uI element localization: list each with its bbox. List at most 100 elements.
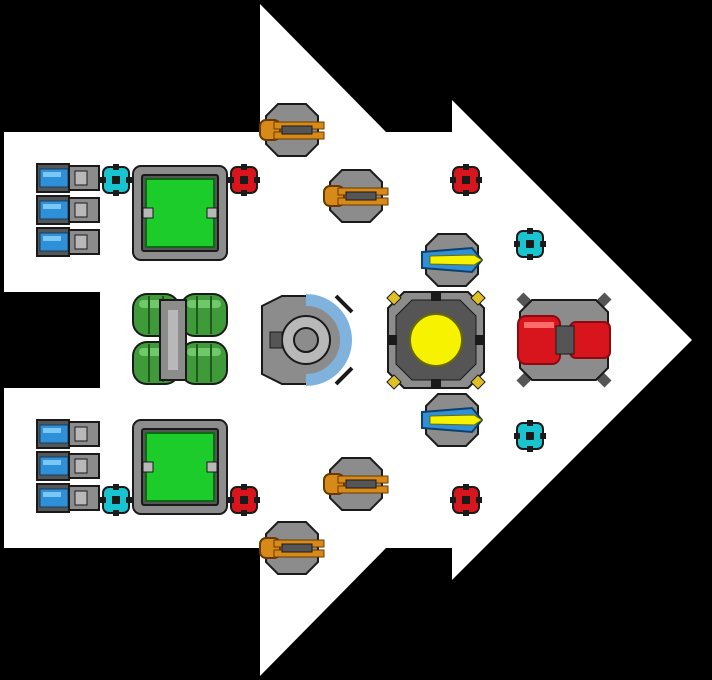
- node-notch: [476, 497, 482, 503]
- battery-terminal: [74, 490, 88, 506]
- battery-pack-bottom[interactable]: [36, 419, 100, 513]
- node-notch: [113, 190, 119, 196]
- node-notch: [463, 484, 469, 490]
- cannon-core: [281, 543, 313, 553]
- node-notch: [126, 497, 132, 503]
- reactor-core[interactable]: [386, 290, 486, 390]
- cannon-turret[interactable]: [259, 103, 325, 157]
- battery-connector: [68, 229, 100, 255]
- node-notch: [540, 433, 546, 439]
- node-notch: [113, 484, 119, 490]
- reactor-corner-light: [470, 374, 486, 390]
- battery-cell: [39, 232, 69, 252]
- node-notch: [476, 177, 482, 183]
- cannon-turret[interactable]: [323, 457, 389, 511]
- cannon-turret[interactable]: [259, 521, 325, 575]
- battery-pack-top[interactable]: [36, 163, 100, 257]
- node-notch: [100, 497, 106, 503]
- fuel-pipe-highlight: [168, 310, 178, 370]
- battery-cell: [39, 456, 69, 476]
- fuel-tank[interactable]: [132, 293, 228, 385]
- node-center: [526, 240, 534, 248]
- shield-core: [293, 327, 319, 353]
- power-node-cyan[interactable]: [100, 164, 132, 196]
- battery-terminal: [74, 458, 88, 474]
- node-notch: [463, 164, 469, 170]
- power-node-red[interactable]: [450, 484, 482, 516]
- node-notch: [450, 177, 456, 183]
- node-notch: [241, 190, 247, 196]
- node-notch: [254, 497, 260, 503]
- cargo-screen: [145, 178, 215, 248]
- node-notch: [241, 484, 247, 490]
- power-node-red[interactable]: [228, 164, 260, 196]
- power-node-cyan[interactable]: [514, 420, 546, 452]
- power-node-red[interactable]: [228, 484, 260, 516]
- node-notch: [113, 164, 119, 170]
- power-node-cyan[interactable]: [514, 228, 546, 260]
- reactor-glow: [409, 313, 463, 367]
- cargo-latch: [142, 461, 154, 473]
- cargo-latch: [142, 207, 154, 219]
- battery-terminal: [74, 234, 88, 250]
- reactor-bolt: [431, 379, 441, 389]
- node-notch: [241, 510, 247, 516]
- cannon-core: [281, 125, 313, 135]
- node-notch: [254, 177, 260, 183]
- node-notch: [228, 497, 234, 503]
- battery-terminal: [74, 170, 88, 186]
- fuel-shine: [187, 300, 221, 308]
- reactor-corner-light: [386, 374, 402, 390]
- reactor-bolt: [431, 291, 441, 301]
- battery-cell: [39, 424, 69, 444]
- battery-cell: [39, 488, 69, 508]
- cannon-core: [345, 479, 377, 489]
- engine-coupler: [555, 325, 575, 355]
- battery-shine: [43, 204, 61, 209]
- node-notch: [463, 190, 469, 196]
- cargo-latch: [206, 461, 218, 473]
- node-notch: [241, 164, 247, 170]
- engine-nozzle-right: [569, 321, 611, 359]
- laser-emitter: [429, 414, 483, 426]
- cargo-hold-bottom[interactable]: [132, 419, 228, 515]
- battery-cell: [39, 200, 69, 220]
- battery-connector: [68, 197, 100, 223]
- node-notch: [540, 241, 546, 247]
- node-center: [112, 496, 120, 504]
- shield-spike: [334, 294, 354, 314]
- node-notch: [100, 177, 106, 183]
- shield-port: [269, 331, 283, 349]
- node-notch: [514, 433, 520, 439]
- shield-generator[interactable]: [261, 294, 354, 386]
- power-node-cyan[interactable]: [100, 484, 132, 516]
- cargo-latch: [206, 207, 218, 219]
- battery-shine: [43, 492, 61, 497]
- cannon-turret[interactable]: [323, 169, 389, 223]
- node-center: [240, 496, 248, 504]
- node-notch: [450, 497, 456, 503]
- node-notch: [228, 177, 234, 183]
- battery-shine: [43, 460, 61, 465]
- engine-thruster[interactable]: [516, 292, 612, 388]
- cannon-core: [345, 191, 377, 201]
- node-center: [526, 432, 534, 440]
- laser-turret[interactable]: [421, 393, 484, 447]
- node-notch: [113, 510, 119, 516]
- cargo-screen: [145, 432, 215, 502]
- node-center: [462, 496, 470, 504]
- shield-ring: [305, 294, 352, 386]
- laser-turret[interactable]: [421, 233, 484, 287]
- fuel-shine: [187, 348, 221, 356]
- node-notch: [126, 177, 132, 183]
- battery-shine: [43, 172, 61, 177]
- node-notch: [527, 228, 533, 234]
- reactor-corner-light: [470, 290, 486, 306]
- power-node-red[interactable]: [450, 164, 482, 196]
- battery-terminal: [74, 426, 88, 442]
- node-center: [112, 176, 120, 184]
- node-notch: [514, 241, 520, 247]
- reactor-bolt: [387, 335, 397, 345]
- cargo-hold-top[interactable]: [132, 165, 228, 261]
